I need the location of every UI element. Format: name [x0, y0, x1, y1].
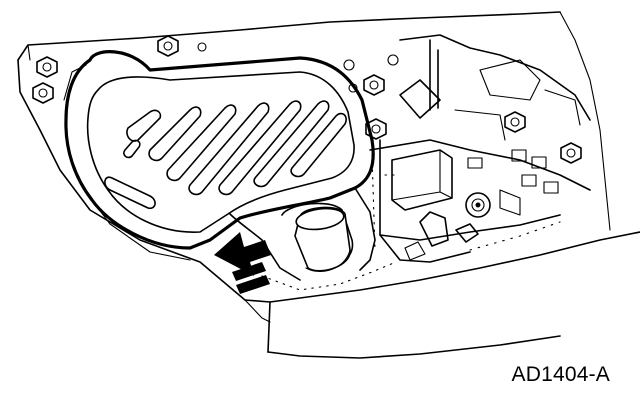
bolt: [32, 82, 54, 104]
valve-body: [369, 34, 591, 263]
direction-arrow: [214, 232, 271, 294]
transmission-case: [17, 11, 640, 359]
transmission-fluid-filter: [63, 50, 397, 291]
bolt: [363, 74, 385, 96]
bolt: [157, 35, 179, 57]
filter-ribs: [104, 100, 347, 210]
bolt: [504, 111, 526, 133]
bolt: [560, 142, 582, 164]
bolt: [36, 56, 58, 78]
figure-id-label: AD1404-A: [511, 363, 610, 386]
filter-pickup-tube: [281, 202, 354, 272]
